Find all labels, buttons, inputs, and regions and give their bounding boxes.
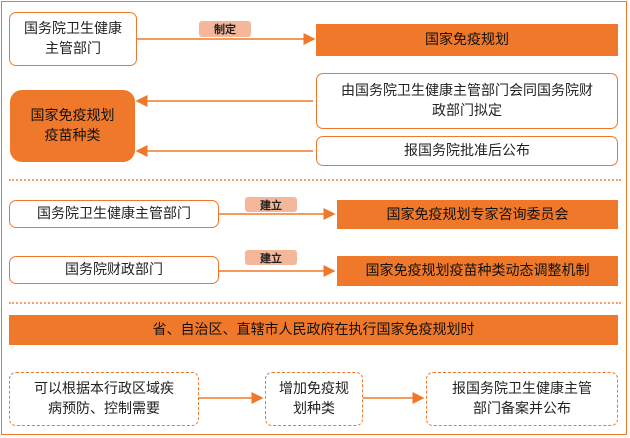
step3-box: 报国务院卫生健康主管部门备案并公布 [426,372,618,426]
draft-step-label: 由国务院卫生健康主管部门会同国务院财政部门拟定 [341,83,593,119]
approve-step-box: 报国务院批准后公布 [316,136,618,166]
divider-1 [9,179,621,181]
plan-label: 国家免疫规划 [425,32,509,48]
row2-left-label: 国务院财政部门 [65,262,163,278]
step1-label: 可以根据本行政区域疾病预防、控制需要 [34,381,174,417]
row2-right-box: 国家免疫规划疫苗种类动态调整机制 [337,256,618,286]
row2-left-box: 国务院财政部门 [9,256,219,284]
vaccine-types-label: 国家免疫规划疫苗种类 [30,108,115,144]
authority-box: 国务院卫生健康主管部门 [9,12,137,66]
province-header-box: 省、自治区、直辖市人民政府在执行国家免疫规划时 [9,315,618,345]
divider-2 [9,302,621,304]
authority-label: 国务院卫生健康主管部门 [24,21,122,57]
row1-right-label: 国家免疫规划专家咨询委员会 [386,206,569,223]
vaccine-types-box: 国家免疫规划疫苗种类 [10,90,135,162]
row1-left-box: 国务院卫生健康主管部门 [9,200,219,228]
step2-label: 增加免疫规划种类 [279,381,349,417]
step3-label: 报国务院卫生健康主管部门备案并公布 [452,381,592,417]
row1-left-label: 国务院卫生健康主管部门 [37,206,191,222]
step2-box: 增加免疫规划种类 [265,372,363,426]
draft-step-box: 由国务院卫生健康主管部门会同国务院财政部门拟定 [316,73,618,129]
plan-box: 国家免疫规划 [316,24,618,56]
row1-right-box: 国家免疫规划专家咨询委员会 [337,200,618,229]
tag-establish-1: 建立 [245,197,297,212]
row2-right-label: 国家免疫规划疫苗种类动态调整机制 [365,263,590,279]
province-header-label: 省、自治区、直辖市人民政府在执行国家免疫规划时 [152,322,475,338]
approve-step-label: 报国务院批准后公布 [404,143,530,159]
tag-establish-2: 建立 [245,250,297,265]
tag-formulate: 制定 [199,21,251,37]
step1-box: 可以根据本行政区域疾病预防、控制需要 [9,372,199,426]
